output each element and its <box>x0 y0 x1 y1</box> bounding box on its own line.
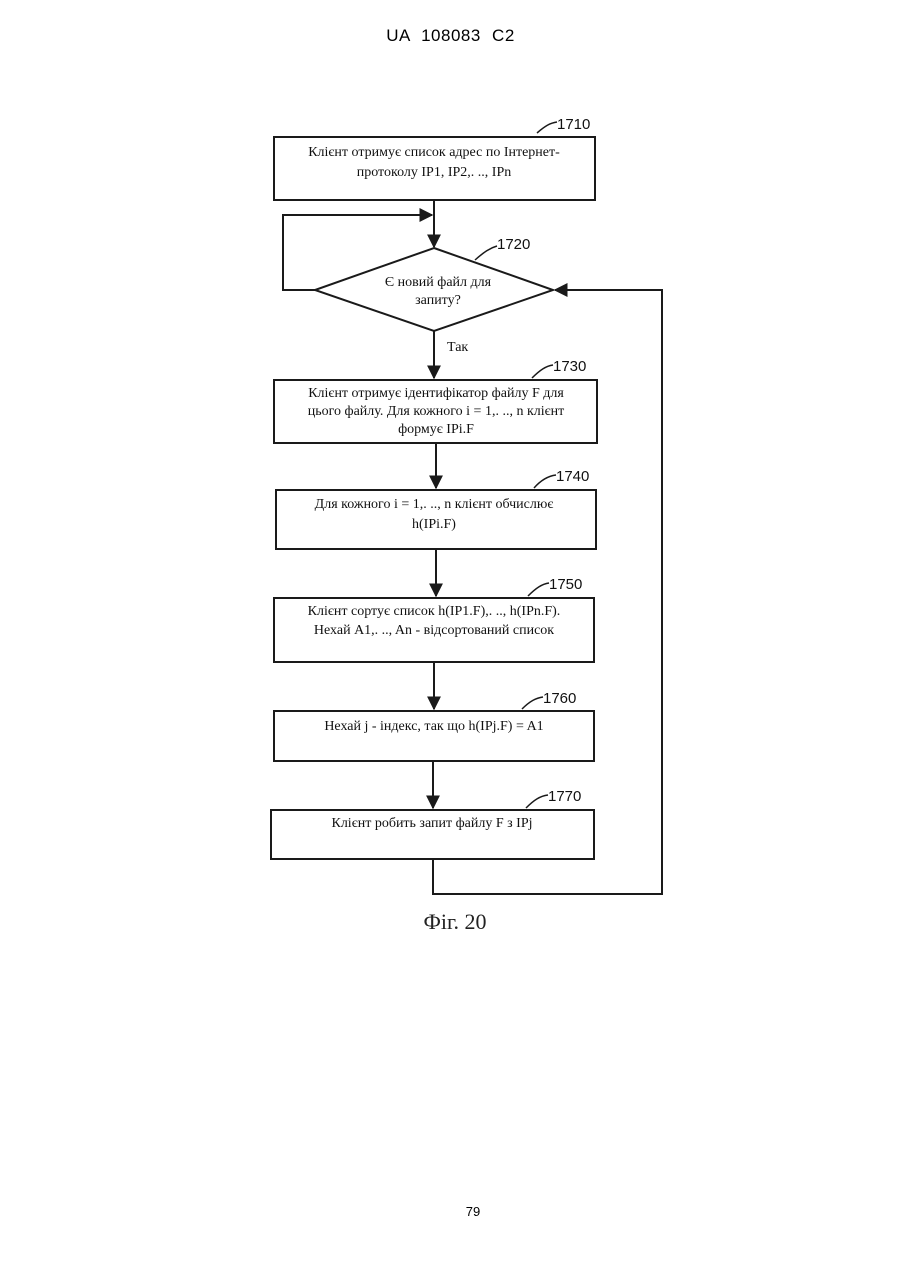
yes-label: Так <box>447 340 468 355</box>
step-1760-ref: 1760 <box>543 690 576 707</box>
step-1760-line-1: Нехай j - індекс, так що h(IPj.F) = A1 <box>324 719 543 734</box>
step-1740-line-2: h(IPi.F) <box>412 517 456 532</box>
step-1740-ref: 1740 <box>556 468 589 485</box>
step-1730-line-2: цього файлу. Для кожного i = 1,. .., n к… <box>308 404 565 419</box>
step-1710-ref: 1710 <box>557 116 590 133</box>
step-1750-ref: 1750 <box>549 576 582 593</box>
decision-1720-line-1: Є новий файл для <box>385 275 492 290</box>
page-number: 79 <box>0 1204 901 1219</box>
step-1740-leader <box>534 475 556 488</box>
step-1760-leader <box>522 697 543 709</box>
step-1730-line-3: формує IPi.F <box>398 422 474 437</box>
decision-1720-leader <box>475 246 497 260</box>
step-1750-line-1: Клієнт сортує список h(IP1.F),. .., h(IP… <box>308 604 561 619</box>
step-1770-ref: 1770 <box>548 788 581 805</box>
step-1710-line-1: Клієнт отримує список адрес по Інтернет- <box>308 145 560 160</box>
decision-1720-ref: 1720 <box>497 236 530 253</box>
step-1730-ref: 1730 <box>553 358 586 375</box>
step-1710-leader <box>537 122 557 133</box>
decision-1720-line-2: запиту? <box>415 293 461 308</box>
step-1730-line-1: Клієнт отримує ідентифікатор файлу F для <box>308 386 564 401</box>
figure-caption: Фіг. 20 <box>423 909 486 934</box>
step-1740-line-1: Для кожного i = 1,. .., n клієнт обчислю… <box>315 497 554 512</box>
step-1750-line-2: Нехай A1,. .., An - відсортований список <box>314 623 554 638</box>
step-1770-line-1: Клієнт робить запит файлу F з IPj <box>331 816 532 831</box>
step-1710-line-2: протоколу IP1, IP2,. .., IPn <box>357 165 511 180</box>
step-1730-leader <box>532 365 553 378</box>
step-1770-leader <box>526 795 548 808</box>
step-1750-leader <box>528 583 549 596</box>
